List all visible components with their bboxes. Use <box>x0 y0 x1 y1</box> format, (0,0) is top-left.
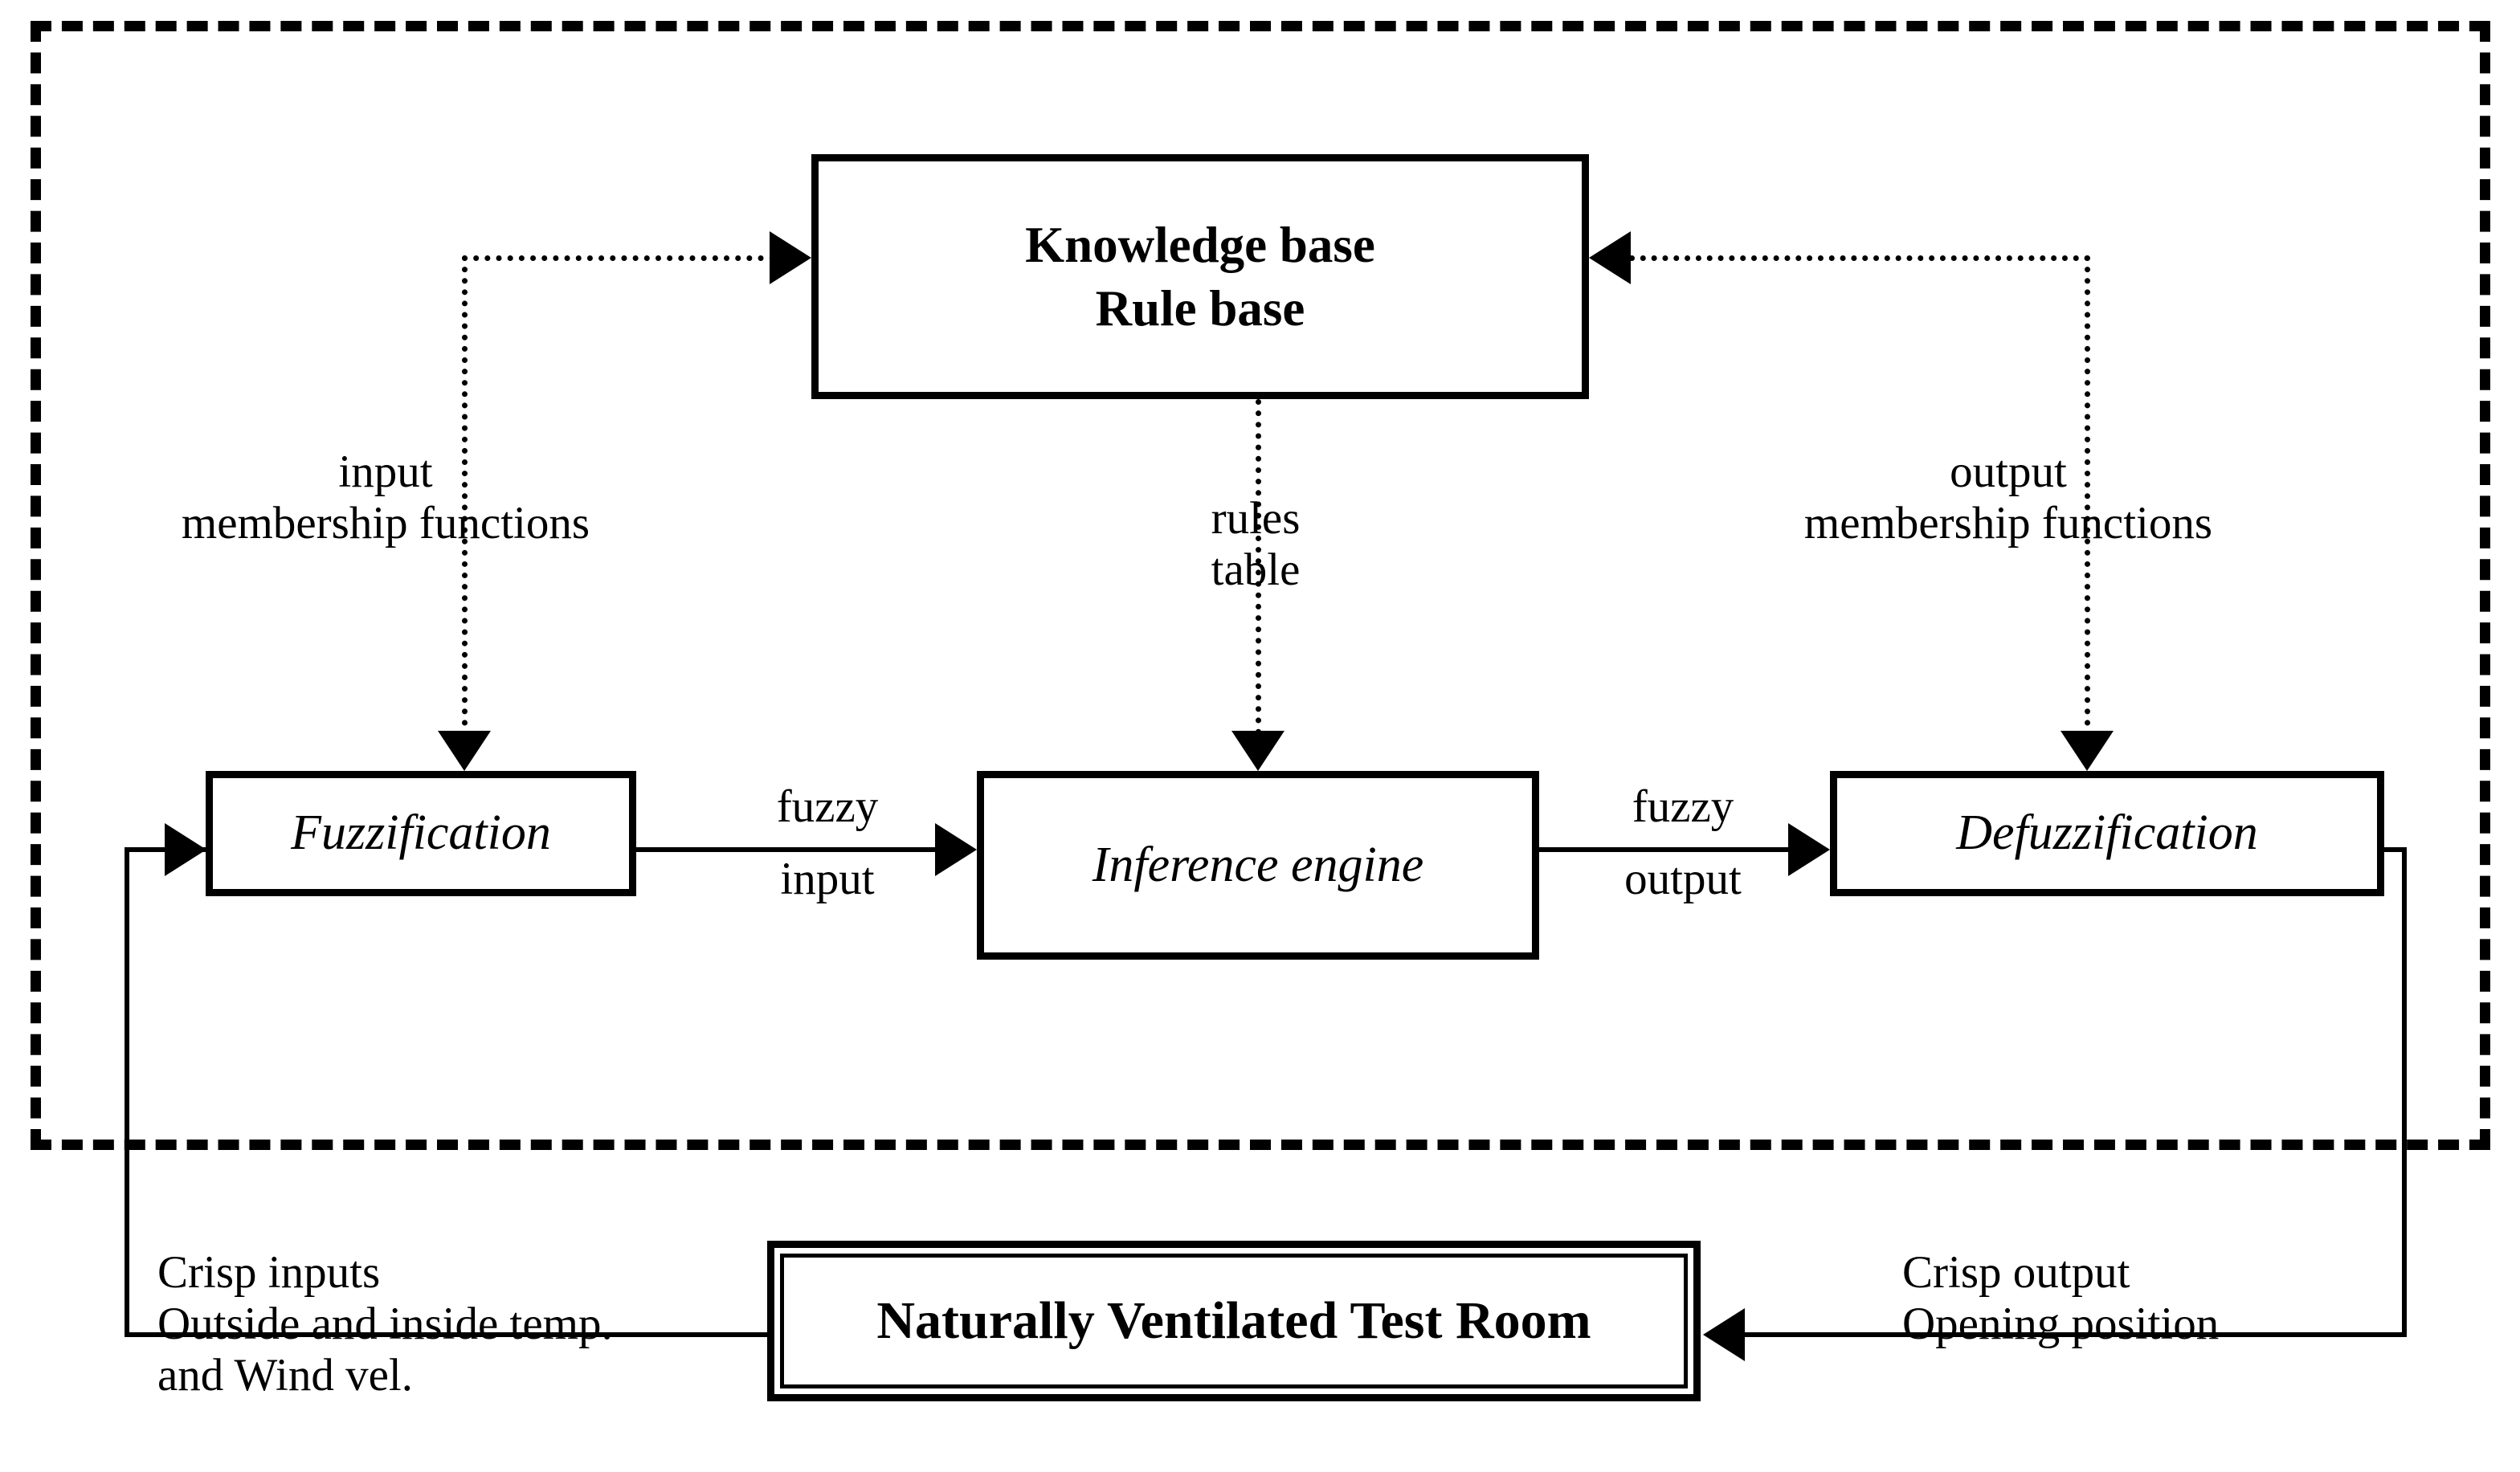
test-room-right-arrowhead <box>1703 1308 1745 1361</box>
output-membership-functions-annotation: output membership functions <box>1727 446 2289 549</box>
fuzzy-output-annotation: fuzzy output <box>1570 781 1795 905</box>
fuzzification-top-arrowhead <box>438 731 491 771</box>
test-room-label: Naturally Ventilated Test Room <box>876 1291 1591 1350</box>
defuzzification-label: Defuzzification <box>1956 805 2258 861</box>
crisp-output-to-room-line <box>1743 1332 2407 1337</box>
input-membership-functions-annotation: input membership functions <box>104 446 667 549</box>
inference-engine-block[interactable]: Inference engine <box>977 771 1539 960</box>
rule-base-label: Rule base <box>1095 279 1305 336</box>
fuzzy-input-annotation: fuzzy input <box>727 781 928 905</box>
rules-table-annotation: rules table <box>1135 493 1376 596</box>
rules-table-dotted-riser <box>1256 399 1261 735</box>
defuzzification-left-arrowhead <box>1788 823 1830 876</box>
output-mf-dotted-riser <box>2085 255 2090 737</box>
crisp-output-line2: Opening position <box>1902 1298 2220 1349</box>
knowledge-base-block[interactable]: Knowledge base Rule base <box>811 154 1589 399</box>
fuzzy-output-line1: fuzzy <box>1632 781 1734 832</box>
crisp-inputs-line1: Crisp inputs <box>157 1247 381 1298</box>
fuzzification-block[interactable]: Fuzzification <box>206 771 636 896</box>
crisp-input-up-line <box>125 847 129 1337</box>
crisp-output-annotation: Crisp output Opening position <box>1902 1247 2219 1350</box>
output-mf-dotted-run <box>1629 255 2090 261</box>
fuzzy-output-line2: output <box>1624 853 1742 904</box>
inference-engine-label: Inference engine <box>1092 837 1424 892</box>
fuzzy-input-line2: input <box>780 853 875 904</box>
fuzzy-output-line <box>1539 847 1796 852</box>
input-mf-dotted-run <box>462 255 775 261</box>
input-mf-line2: membership functions <box>181 497 590 548</box>
input-mf-line1: input <box>338 446 433 497</box>
knowledge-base-left-arrowhead <box>770 231 811 284</box>
fuzzification-label: Fuzzification <box>291 805 551 861</box>
crisp-inputs-annotation: Crisp inputs Outside and inside temp. an… <box>157 1247 613 1401</box>
crisp-output-stub <box>2379 847 2407 852</box>
rules-line2: table <box>1211 544 1301 595</box>
crisp-input-from-room-line <box>125 1332 772 1337</box>
crisp-inputs-line2: Outside and inside temp. <box>157 1298 613 1349</box>
fuzzification-left-arrowhead <box>165 823 206 876</box>
fuzzy-input-line1: fuzzy <box>776 781 879 832</box>
inference-engine-left-arrowhead <box>935 823 977 876</box>
knowledge-base-label: Knowledge base <box>1025 216 1375 273</box>
test-room-block[interactable]: Naturally Ventilated Test Room <box>767 1241 1701 1401</box>
output-mf-line2: membership functions <box>1803 497 2213 548</box>
test-room-inner-border: Naturally Ventilated Test Room <box>780 1254 1688 1388</box>
crisp-output-line1: Crisp output <box>1902 1247 2130 1298</box>
defuzzification-block[interactable]: Defuzzification <box>1830 771 2384 896</box>
crisp-inputs-line3: and Wind vel. <box>157 1349 414 1401</box>
inference-engine-top-arrowhead <box>1231 731 1285 771</box>
knowledge-base-right-arrowhead <box>1589 231 1631 284</box>
defuzzification-top-arrowhead <box>2061 731 2114 771</box>
output-mf-line1: output <box>1950 446 2067 497</box>
input-mf-dotted-riser <box>462 255 468 737</box>
fuzzy-input-line <box>636 847 941 852</box>
rules-line1: rules <box>1211 493 1301 544</box>
crisp-output-down-line <box>2402 847 2407 1337</box>
